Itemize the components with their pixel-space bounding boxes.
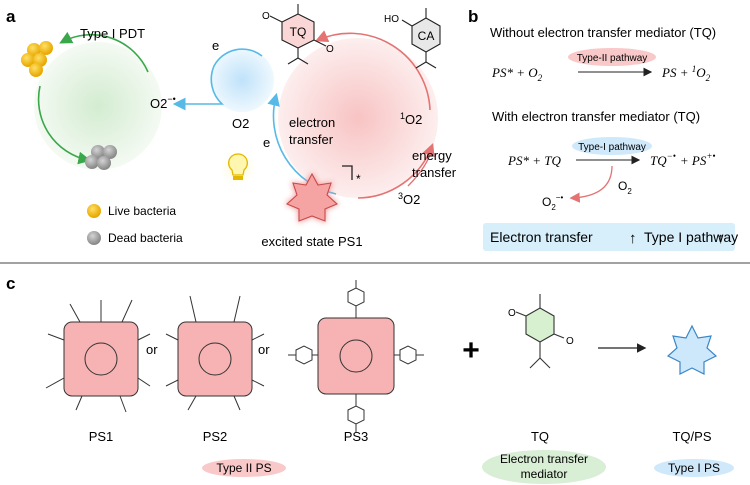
eq2-right: TQ−•+ PS+• [650, 151, 716, 168]
type2-ps-label: Type II PS [216, 461, 271, 475]
singlet-oxygen-label: 1O2 [400, 111, 422, 127]
ps3-molecule-icon [288, 280, 424, 432]
type1-pdt-label: Type I PDT [80, 26, 145, 41]
type2-pathway-pill [568, 48, 656, 66]
eq2-superoxide-arrow [569, 165, 613, 203]
summary-arrow-up-1: ↑ [629, 230, 637, 247]
with-mediator-title: With electron transfer mediator (TQ) [492, 109, 700, 124]
eq2-superoxide-label: O2−• [542, 193, 563, 212]
ps2-label: PS2 [203, 429, 228, 444]
ps3-label: PS3 [344, 429, 369, 444]
legend-dead-label: Dead bacteria [108, 231, 183, 245]
ps1-molecule-icon [45, 299, 151, 413]
summary-arrow-up-2: ↑ [717, 230, 725, 247]
panel-a-label: a [6, 7, 16, 26]
energy-transfer-line1: energy [412, 148, 452, 163]
dead-bacteria-cluster [85, 145, 117, 170]
eq2-left: PS* + TQ [507, 153, 561, 168]
tq-molecule-icon [269, 4, 327, 65]
oxygen-label: O2 [232, 116, 249, 131]
tq-c-oxygen-bottom: O [566, 336, 574, 347]
ca-label: CA [418, 29, 435, 43]
summary-electron-transfer: Electron transfer [490, 229, 593, 245]
blue-to-superoxide-arrow [172, 48, 263, 111]
electron-transfer-line2: transfer [289, 132, 334, 147]
tq-c-label: TQ [531, 429, 549, 444]
ps1-label: PS1 [89, 429, 114, 444]
or-label-1: or [146, 342, 158, 357]
excited-bracket [342, 165, 353, 180]
tqps-label: TQ/PS [672, 429, 711, 444]
tq-label: TQ [290, 25, 307, 39]
electron-e-mid: e [263, 135, 270, 150]
electron-e-top: e [212, 38, 219, 53]
without-mediator-title: Without electron transfer mediator (TQ) [490, 25, 716, 40]
summary-box [483, 223, 735, 251]
tq-molecule-structure-icon [515, 294, 565, 369]
eq1-right: PS + 1O2 [661, 64, 711, 83]
panel-c-label: c [6, 274, 15, 293]
type2-ps-pill [202, 459, 286, 477]
pink-bottom-arrow [357, 143, 435, 199]
ca-ho-label: HO [384, 14, 399, 25]
eq1-left: PS* + O2 [491, 65, 543, 83]
superoxide-label: O2−• [150, 94, 176, 111]
type1-pathway-pill [572, 137, 652, 155]
or-label-2: or [258, 342, 270, 357]
tq-oxygen-top: O [262, 11, 270, 22]
live-bacteria-cluster [21, 41, 53, 77]
tq-oxygen-bottom: O [326, 44, 334, 55]
tq-c-oxygen-top: O [508, 308, 516, 319]
legend-live-label: Live bacteria [108, 204, 176, 218]
tqps-blue-star-icon [666, 324, 718, 375]
light-bulb-icon [218, 148, 258, 188]
green-cycle-circle [34, 42, 162, 170]
excited-star: * [356, 172, 361, 186]
eq2-o2-label: O2 [618, 179, 632, 196]
ps2-molecule-icon [165, 295, 265, 411]
legend-live-swatch [87, 204, 101, 218]
panel-b-label: b [468, 7, 478, 26]
pink-top-arrow [315, 30, 431, 111]
pink-cycle-circle [278, 38, 438, 198]
excited-ps1-star-icon [285, 172, 339, 223]
plus-sign: + [462, 334, 480, 367]
mediator-pill [482, 450, 606, 484]
legend-dead-swatch [87, 231, 101, 245]
mediator-line2: mediator [521, 467, 568, 481]
blue-cycle-circle [210, 48, 274, 112]
energy-transfer-curve [407, 147, 433, 187]
triplet-oxygen-label: 3O2 [398, 191, 420, 207]
mediator-line1: Electron transfer [500, 452, 588, 466]
type2-pathway-label: Type-II pathway [577, 53, 648, 64]
type1-pathway-label: Type-I pathway [578, 142, 646, 153]
green-left-arrow [37, 85, 92, 165]
type1-ps-label: Type I PS [668, 461, 720, 475]
electron-transfer-line1: electron [289, 115, 335, 130]
type1-ps-pill [654, 459, 734, 477]
green-top-arrow [59, 31, 149, 73]
excited-state-label: excited state PS1 [261, 234, 362, 249]
energy-transfer-line2: transfer [412, 165, 457, 180]
ca-molecule-icon [401, 8, 441, 69]
summary-type1: Type I pathway [644, 229, 738, 245]
